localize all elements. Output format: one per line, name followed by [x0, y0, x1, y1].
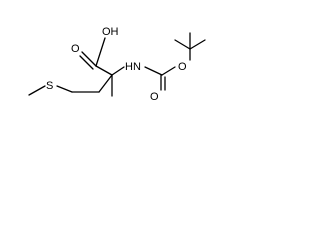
bond-s-methyl — [28, 85, 46, 96]
bond-ch2-s — [56, 85, 73, 93]
oh-acid-label: OH — [102, 26, 119, 38]
o-carbonyl-label: O — [150, 91, 159, 103]
h-amide-label: H — [125, 61, 133, 73]
bond-carboxyl-c-o-double-a — [81, 51, 97, 67]
bond-alpha-c-ch2 — [98, 74, 113, 93]
bond-tbu-c-methyl-right — [189, 39, 206, 50]
o-acid-label: O — [71, 43, 80, 55]
bond-alpha-c-carboxyl-c — [95, 65, 113, 76]
o-ester-label: O — [178, 61, 187, 73]
bond-carboxyl-c-o-double-b — [79, 55, 94, 70]
bond-carboxyl-c-oh — [95, 37, 106, 67]
n-amide-label: N — [133, 61, 141, 73]
bond-o-ester-c-carbonyl — [161, 66, 176, 76]
bond-tbu-c-methyl-left — [174, 39, 191, 50]
bond-c-carbonyl-n — [144, 66, 163, 76]
molecule-structure: OH O N H O O S — [28, 26, 206, 103]
bond-n-alpha-c — [111, 66, 125, 76]
s-thioether-label: S — [46, 80, 53, 92]
